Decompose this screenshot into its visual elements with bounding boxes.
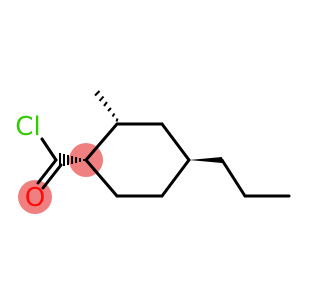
bond-line [41, 163, 63, 190]
hash-line [94, 90, 101, 97]
hash-line [115, 118, 119, 122]
hashed-bond-methyl [94, 90, 119, 122]
propyl-chain [220, 158, 291, 198]
hashed-bond-carbonyl [59, 153, 85, 167]
wedge-bond [189, 157, 222, 163]
chain-bond [220, 158, 247, 198]
ring-bond [160, 158, 191, 198]
molecule-structure: Cl O [15, 90, 291, 214]
carbonyl-double-bond [36, 158, 63, 190]
hash-line [103, 101, 108, 107]
hash-line [111, 112, 116, 118]
hash-line [107, 107, 112, 112]
ring-bond [160, 122, 191, 162]
oxygen-label: O [25, 183, 45, 213]
bond-line [36, 158, 58, 185]
ring-bond [84, 158, 119, 198]
chlorine-label: Cl [15, 112, 40, 142]
carbon-chlorine-bond [40, 137, 58, 162]
cyclohexane-ring [84, 122, 191, 198]
ring-bond [84, 122, 119, 162]
hash-line [98, 95, 105, 102]
